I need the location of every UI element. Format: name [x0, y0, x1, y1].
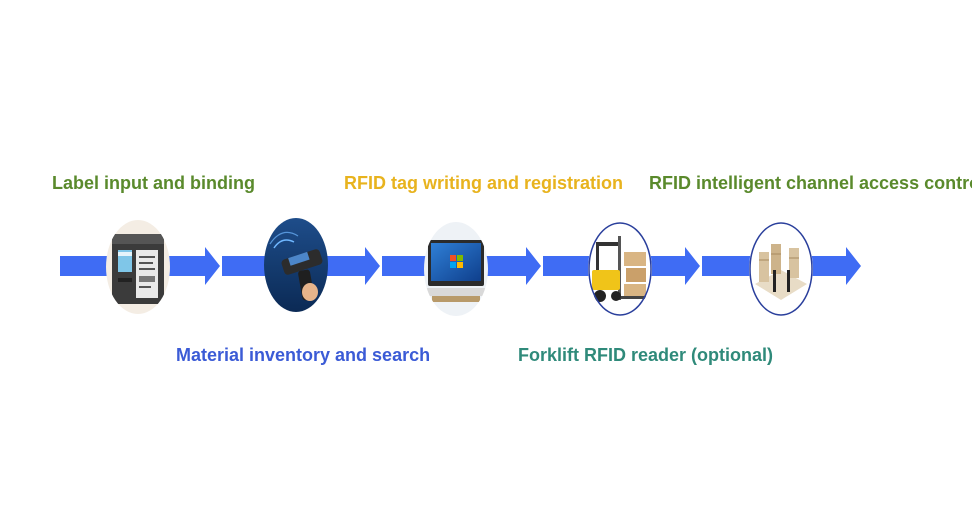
label-printer-icon — [106, 220, 170, 314]
forklift-icon — [588, 222, 652, 316]
step-label-label-input: Label input and binding — [52, 173, 255, 193]
desktop-computer-icon — [424, 222, 488, 316]
step-label-channel-access: RFID intelligent channel access control — [649, 173, 972, 193]
step-label-forklift-reader: Forklift RFID reader (optional) — [518, 345, 774, 365]
step-label-tag-writing: RFID tag writing and registration — [344, 173, 624, 193]
warehouse-channel-gate-icon — [749, 222, 813, 316]
step-label-material-inventory: Material inventory and search — [176, 345, 431, 365]
handheld-rfid-reader-icon — [264, 218, 328, 312]
